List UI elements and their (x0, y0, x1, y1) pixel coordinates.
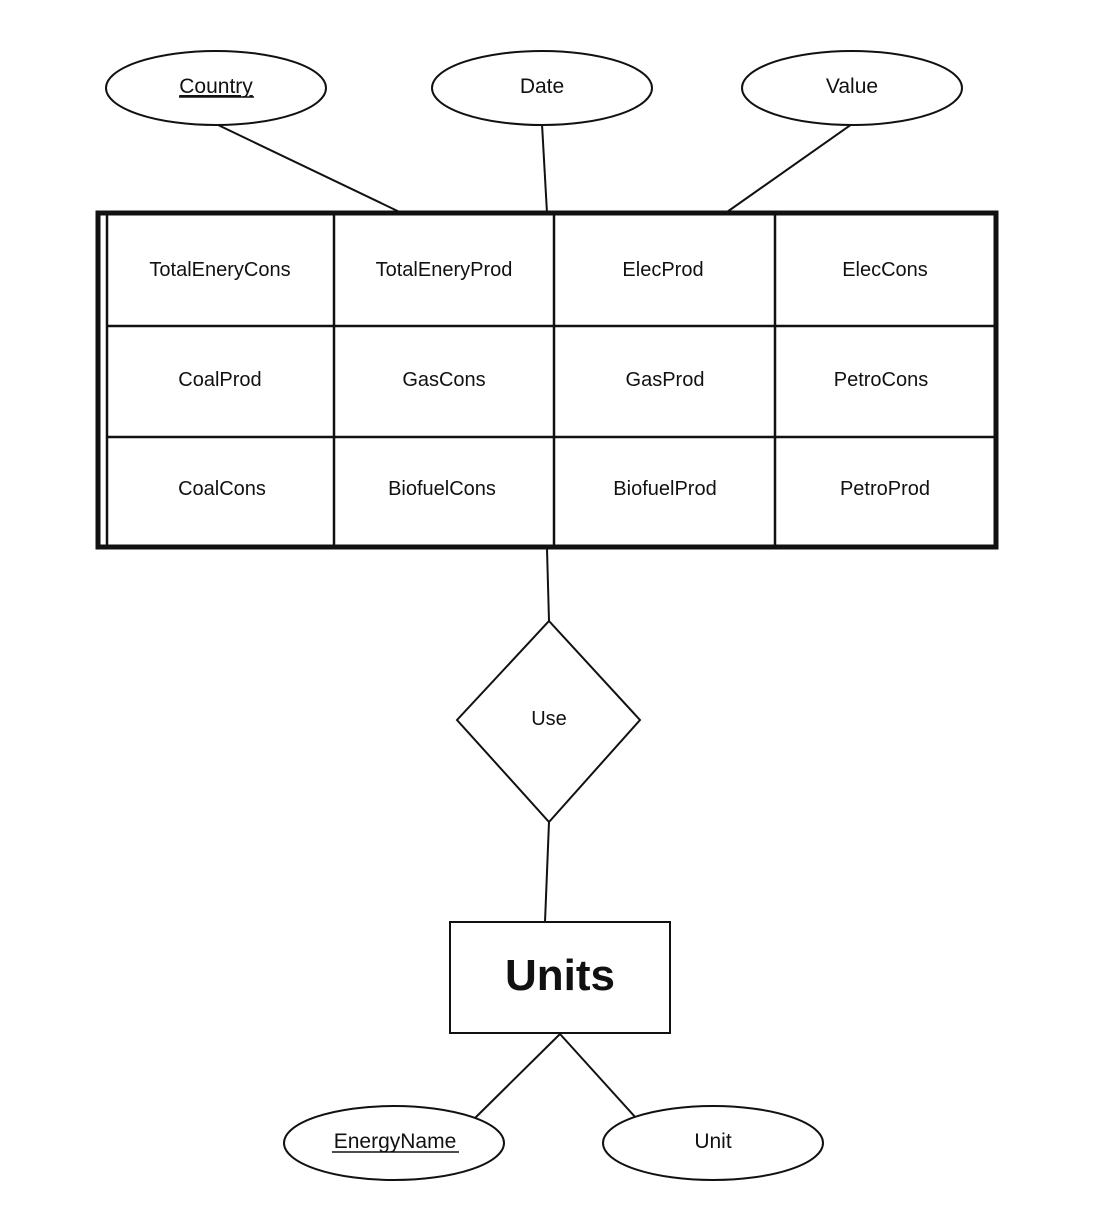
table-cell: ElecProd (622, 259, 703, 281)
table-cell: TotalEneryCons (149, 259, 290, 281)
connector-entity-energyname (473, 1033, 561, 1120)
table-cell: BiofuelProd (613, 478, 716, 500)
attribute-energyname: EnergyName (283, 1105, 505, 1181)
connector-table-relationship (546, 548, 550, 622)
attribute-unit: Unit (602, 1105, 824, 1181)
entity-units: Units (449, 921, 671, 1034)
attribute-label-value: Value (826, 75, 878, 98)
relationship-use: Use (455, 619, 642, 824)
attribute-label-energyname: EnergyName (334, 1130, 457, 1153)
connector-value-table (726, 123, 853, 213)
relationship-label: Use (531, 708, 567, 730)
connector-country-table (215, 123, 409, 217)
connector-entity-unit (559, 1033, 637, 1119)
table-cell: CoalCons (178, 478, 266, 500)
attribute-table: TotalEneryCons TotalEneryProd ElecProd E… (95, 210, 999, 550)
entity-label: Units (505, 951, 615, 1000)
table-cell: PetroCons (834, 369, 929, 391)
table-cell: CoalProd (178, 369, 261, 391)
attribute-ellipse (105, 50, 327, 126)
table-cell: PetroProd (840, 478, 930, 500)
attribute-country: Country (105, 50, 327, 126)
relationship-diamond (455, 619, 642, 824)
attribute-label-unit: Unit (694, 1130, 732, 1153)
attribute-label-date: Date (520, 75, 564, 98)
table-cell: GasProd (626, 369, 705, 391)
attribute-ellipse (431, 50, 653, 126)
table-outer-border (95, 210, 999, 550)
table-cell: BiofuelCons (388, 478, 496, 500)
table-cell: GasCons (402, 369, 485, 391)
attribute-ellipse (283, 1105, 505, 1181)
attribute-ellipse (741, 50, 963, 126)
attribute-ellipse (602, 1105, 824, 1181)
entity-box (449, 921, 671, 1034)
attribute-value: Value (741, 50, 963, 126)
connector-relationship-entity (544, 821, 550, 923)
connector-lines (215, 123, 853, 1120)
attribute-date: Date (431, 50, 653, 126)
connector-date-table (541, 123, 548, 214)
table-cell: TotalEneryProd (376, 259, 513, 281)
table-cell: ElecCons (842, 259, 928, 281)
attribute-label-country: Country (179, 75, 253, 98)
